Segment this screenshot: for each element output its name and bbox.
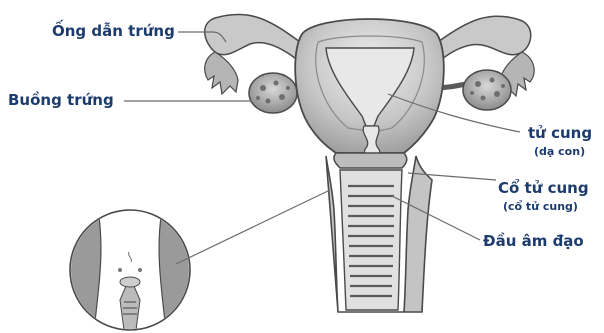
vaginal-end-label: Đầu âm đạo [483, 234, 584, 249]
right-ovary [463, 70, 511, 110]
uterus-label: tử cung [528, 126, 592, 141]
ovary-label: Buồng trứng [8, 93, 114, 108]
cervix [334, 153, 407, 168]
vaginal-canal [340, 170, 402, 310]
cervix-label: Cổ tử cung [498, 181, 589, 196]
fallopian-tube-label: Ống dẫn trứng [52, 24, 175, 39]
left-fimbriae [205, 52, 238, 94]
uterus-sublabel: (dạ con) [534, 146, 585, 157]
cervix-sublabel: (cổ tử cung) [503, 201, 578, 212]
left-ovary [249, 73, 297, 113]
